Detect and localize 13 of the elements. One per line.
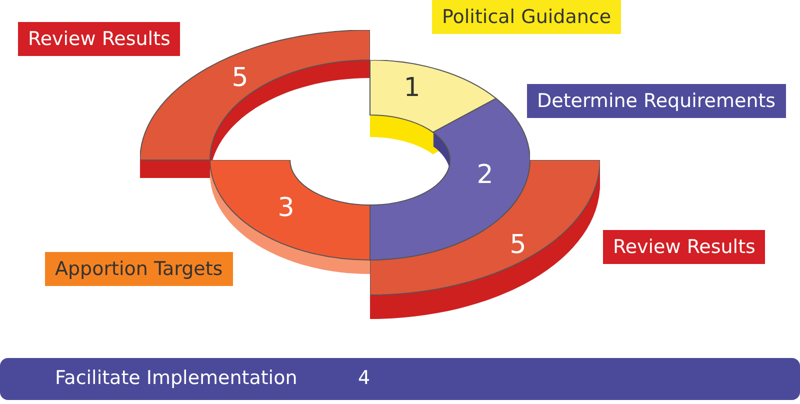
- step-number: 1: [404, 73, 420, 103]
- step-bar: [0, 358, 800, 400]
- step-number: 5: [232, 63, 248, 93]
- step-number: 2: [476, 160, 494, 190]
- step-number: 5: [510, 230, 526, 260]
- step-label: Apportion Targets: [45, 252, 233, 286]
- step-label: Determine Requirements: [527, 84, 786, 118]
- step-number: 4: [358, 367, 370, 389]
- step-label: Political Guidance: [432, 0, 622, 34]
- step-label: Review Results: [18, 22, 180, 56]
- step-number: 3: [278, 193, 294, 223]
- step-label: Facilitate Implementation: [55, 367, 298, 389]
- step-label: Review Results: [603, 230, 766, 264]
